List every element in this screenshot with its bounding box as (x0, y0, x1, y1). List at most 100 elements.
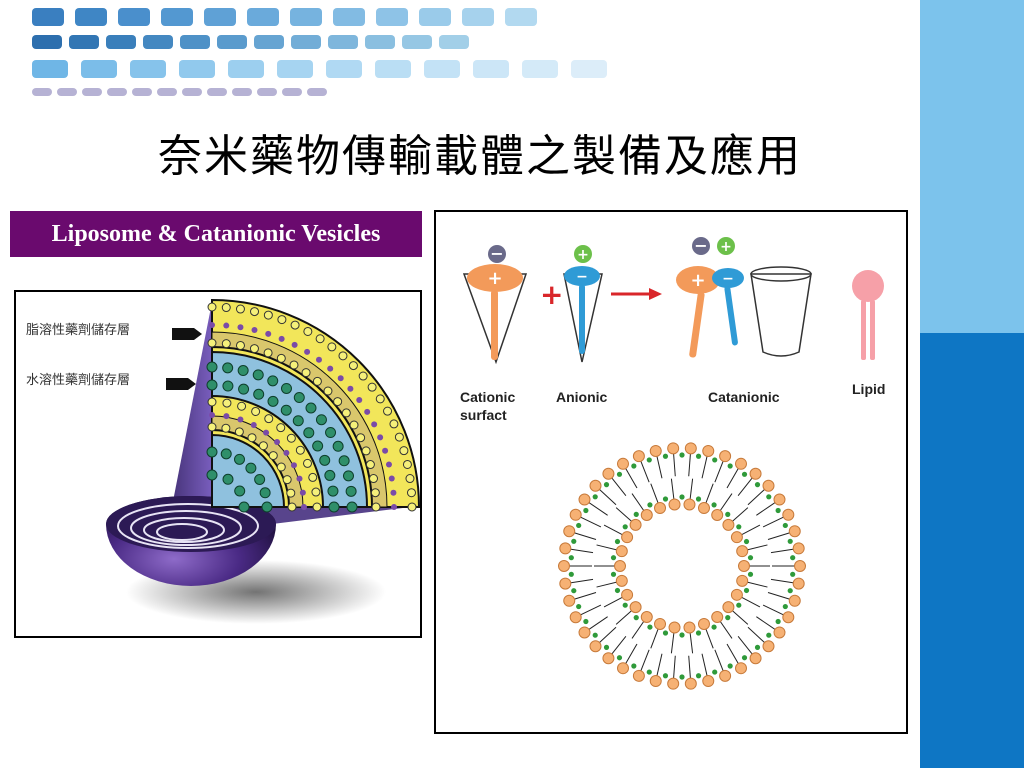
sphere-layer-ring (117, 503, 259, 549)
lipid-head-dot (356, 433, 366, 443)
decorative-dash (473, 60, 509, 78)
counter-ion-head (790, 571, 796, 577)
counter-ion-head (647, 624, 653, 630)
hydrophilic-drug-dot (222, 380, 234, 392)
counter-ion-head (766, 494, 772, 500)
surfactant-head (711, 611, 724, 624)
surfactant-head (563, 594, 576, 607)
counter-ion-head (662, 630, 669, 636)
counter-ion-head (741, 471, 748, 477)
minus-icon (692, 237, 710, 255)
lipid-head-dot (407, 502, 417, 512)
counter-ion-head (736, 524, 742, 530)
decorative-dash (207, 88, 227, 96)
decorative-dash (462, 8, 494, 26)
surfactant-head (697, 617, 710, 630)
plus-icon (717, 237, 735, 255)
surfactant-head (629, 518, 642, 531)
lipid-tail (861, 300, 866, 360)
plus-icon (574, 245, 592, 263)
hydrophilic-drug-dot (280, 404, 292, 416)
lipophilic-drug-dot (290, 462, 297, 469)
lipid-head-dot (207, 302, 217, 312)
lipid-head-dot (303, 326, 313, 336)
counter-ion-head (727, 463, 733, 469)
surfactant-head (782, 508, 795, 521)
counter-ion-head (633, 615, 639, 621)
lipophilic-drug-dot (223, 413, 230, 420)
lipid-head-dot (247, 433, 257, 443)
counter-ion-head (695, 673, 702, 679)
hydrophilic-drug-dot (324, 469, 336, 481)
surfactant-head (632, 450, 645, 463)
lipid-head-dot (327, 342, 337, 352)
counter-ion-head (603, 644, 610, 650)
counter-ion-head (725, 511, 731, 517)
lipid-head-dot (349, 420, 359, 430)
counter-ion-head (736, 602, 742, 608)
hydrophilic-drug-dot (267, 395, 279, 407)
svg-text:+: + (690, 270, 705, 291)
lipid-head-dot (276, 423, 286, 433)
counter-ion-head (614, 587, 621, 594)
surfactant-head (735, 662, 747, 675)
decorative-dash (118, 8, 150, 26)
counter-ion-head (775, 507, 781, 514)
sphere-layer-ring (130, 510, 242, 546)
lipid-head-dot (222, 398, 232, 408)
liposome-diagram: 脂溶性藥劑儲存層 水溶性藥劑儲存層 (26, 298, 420, 624)
lipid-head (852, 270, 884, 302)
lipid-head-dot (221, 339, 231, 349)
surfactant-head (615, 545, 628, 558)
surfactant-head (722, 518, 735, 531)
lipophilic-drug-dot (327, 365, 334, 372)
counter-ion-head (647, 502, 653, 508)
decorative-dash (232, 88, 252, 96)
cationic-head (676, 266, 720, 294)
surfactant-head (719, 669, 732, 682)
lipid-head-dot (323, 386, 333, 396)
surfactant-head (640, 508, 653, 521)
svg-text:+: + (487, 268, 502, 289)
hydrophilic-drug-dot (267, 375, 279, 387)
lipid-head-dot (341, 408, 351, 418)
counter-ion-head (790, 555, 796, 561)
lipophilic-drug-dot (371, 421, 378, 428)
decorative-dash (307, 88, 327, 96)
lipophilic-drug-dot (265, 330, 272, 337)
hydrophilic-drug-dot (261, 501, 273, 513)
svg-text:−: − (694, 236, 707, 255)
lipophilic-drug-dot (315, 356, 322, 363)
lipid-head-dot (375, 394, 385, 404)
hydrophilic-drug-dot (254, 474, 266, 485)
decorative-dash (179, 60, 215, 78)
lipid-head-dot (369, 474, 379, 484)
counter-ion-head (725, 615, 731, 621)
lipid-head-dot (399, 446, 409, 456)
decorative-dash (282, 88, 302, 96)
svg-text:−: − (576, 269, 588, 285)
surfactant-head (668, 498, 681, 511)
hydrophilic-drug-dot (280, 382, 292, 394)
zoom-beam (166, 302, 212, 537)
surfactant-head (730, 588, 743, 601)
section-label: Liposome & Catanionic Vesicles (10, 211, 422, 257)
surfactant-head (569, 508, 582, 521)
hydrophilic-drug-dot (234, 485, 246, 497)
surfactant-head (602, 467, 615, 480)
surfactant-head (617, 457, 629, 470)
svg-text:+: + (577, 247, 589, 263)
cationic-head (467, 264, 523, 292)
lipophilic-drug-dot (296, 475, 303, 482)
lipophilic-drug-dot (291, 341, 298, 348)
counter-ion-head (741, 655, 748, 661)
lipid-tail (870, 300, 875, 360)
decorative-dash (375, 60, 411, 78)
cationic-label: Cationic (460, 389, 515, 405)
counter-ion-head (614, 538, 621, 545)
decorative-dash (32, 60, 68, 78)
counter-ion-head (646, 669, 652, 675)
lipophilic-drug-dot (385, 461, 392, 468)
hydrophilic-drug-dot (319, 454, 331, 466)
surfactant-head (578, 626, 591, 639)
